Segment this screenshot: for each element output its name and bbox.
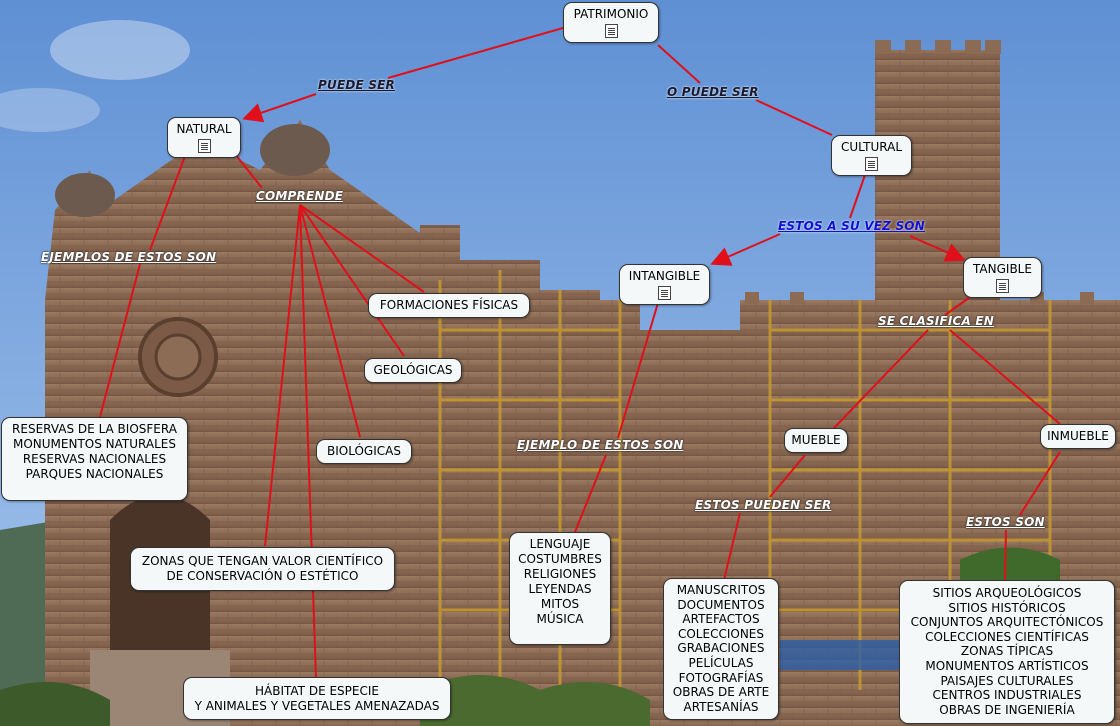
list-item: RESERVAS DE LA BIOSFERA	[12, 422, 177, 436]
node-intangible-label: INTANGIBLE	[628, 269, 701, 283]
node-natural[interactable]: NATURAL	[167, 117, 241, 158]
list-item: ARTEFACTOS	[682, 612, 760, 627]
list-item: LEYENDAS	[528, 582, 592, 596]
list-item: SITIOS ARQUEOLÓGICOS	[932, 586, 1082, 600]
node-lenguaje-list[interactable]: LENGUAJE COSTUMBRES RELIGIONES LEYENDAS …	[509, 532, 611, 645]
node-biologicas-label: BIOLÓGICAS	[327, 444, 401, 458]
link-estos-a-su-vez-son[interactable]: ESTOS A SU VEZ SON	[778, 219, 925, 233]
list-item: COLECCIONES CIENTÍFICAS	[925, 629, 1089, 644]
link-comprende[interactable]: COMPRENDE	[256, 189, 344, 203]
list-item: PAISAJES CULTURALES	[940, 673, 1074, 688]
link-puede-ser[interactable]: PUEDE SER	[318, 78, 395, 92]
list-item: FOTOGRAFÍAS	[678, 670, 764, 685]
node-sitios-list[interactable]: SITIOS ARQUEOLÓGICOS SITIOS HISTÓRICOS C…	[899, 580, 1115, 724]
list-item: OBRAS DE INGENIERÍA	[939, 702, 1075, 717]
link-estos-pueden-ser[interactable]: ESTOS PUEDEN SER	[695, 498, 832, 512]
node-geologicas[interactable]: GEOLÓGICAS	[364, 358, 462, 383]
node-habitat[interactable]: HÁBITAT DE ESPECIE Y ANIMALES Y VEGETALE…	[183, 677, 451, 720]
node-patrimonio-label: PATRIMONIO	[573, 7, 649, 21]
list-item: Y ANIMALES Y VEGETALES AMENAZADAS	[194, 699, 440, 713]
note-icon[interactable]	[604, 24, 618, 38]
list-item: DE CONSERVACIÓN O ESTÉTICO	[166, 569, 359, 583]
list-item: MITOS	[540, 597, 580, 611]
list-item: RESERVAS NACIONALES	[22, 452, 167, 466]
node-cultural[interactable]: CULTURAL	[831, 135, 912, 176]
link-ejemplos-de-estos-son[interactable]: EJEMPLOS DE ESTOS SON	[41, 250, 217, 264]
list-item: RELIGIONES	[523, 567, 597, 581]
list-item: SITIOS HISTÓRICOS	[948, 600, 1066, 615]
node-cultural-label: CULTURAL	[840, 140, 903, 154]
link-estos-son[interactable]: ESTOS SON	[966, 515, 1045, 529]
link-ejemplo-de-estos-son[interactable]: EJEMPLO DE ESTOS SON	[517, 438, 684, 452]
node-tangible[interactable]: TANGIBLE	[963, 257, 1042, 298]
link-o-puede-ser[interactable]: O PUEDE SER	[667, 85, 759, 99]
node-reservas-list[interactable]: RESERVAS DE LA BIOSFERA MONUMENTOS NATUR…	[1, 417, 188, 501]
list-item: DOCUMENTOS	[677, 597, 765, 612]
list-item: PELÍCULAS	[688, 655, 754, 670]
node-mueble-label: MUEBLE	[791, 433, 841, 447]
node-geologicas-label: GEOLÓGICAS	[373, 363, 453, 377]
node-natural-label: NATURAL	[176, 122, 232, 136]
node-biologicas[interactable]: BIOLÓGICAS	[316, 439, 412, 464]
list-item: HÁBITAT DE ESPECIE	[255, 684, 379, 698]
list-item: MONUMENTOS NATURALES	[13, 437, 176, 451]
node-inmueble-label: INMUEBLE	[1047, 429, 1109, 443]
node-formaciones-label: FORMACIONES FÍSICAS	[379, 298, 519, 312]
note-icon[interactable]	[996, 279, 1009, 293]
list-item: ZONAS QUE TENGAN VALOR CIENTÍFICO	[141, 554, 384, 568]
list-item: MÚSICA	[536, 612, 584, 626]
list-item: CENTROS INDUSTRIALES	[932, 688, 1082, 703]
list-item: COLECCIONES	[677, 626, 764, 641]
list-item: LENGUAJE	[529, 537, 591, 551]
link-se-clasifica-en[interactable]: SE CLASIFICA EN	[878, 314, 995, 328]
list-item: ARTESANÍAS	[683, 699, 759, 714]
note-icon[interactable]	[658, 286, 671, 300]
node-formaciones-fisicas[interactable]: FORMACIONES FÍSICAS	[368, 293, 530, 318]
list-item: OBRAS DE ARTE	[672, 685, 770, 700]
list-item: CONJUNTOS ARQUITECTÓNICOS	[910, 615, 1104, 630]
node-manuscritos-list[interactable]: MANUSCRITOS DOCUMENTOS ARTEFACTOS COLECC…	[663, 578, 779, 720]
list-item: ZONAS TÍPICAS	[960, 644, 1054, 659]
list-item: COSTUMBRES	[518, 552, 602, 566]
list-item: MANUSCRITOS	[676, 583, 766, 597]
note-icon[interactable]	[865, 157, 878, 171]
list-item: GRABACIONES	[677, 641, 765, 656]
list-item: MONUMENTOS ARTÍSTICOS	[925, 658, 1089, 673]
node-intangible[interactable]: INTANGIBLE	[619, 264, 710, 305]
node-zonas[interactable]: ZONAS QUE TENGAN VALOR CIENTÍFICO DE CON…	[130, 547, 395, 591]
list-item: PARQUES NACIONALES	[25, 467, 164, 481]
node-mueble[interactable]: MUEBLE	[784, 428, 848, 453]
node-patrimonio[interactable]: PATRIMONIO	[563, 2, 659, 43]
node-tangible-label: TANGIBLE	[973, 262, 1032, 276]
node-inmueble[interactable]: INMUEBLE	[1040, 424, 1116, 449]
note-icon[interactable]	[197, 139, 211, 153]
